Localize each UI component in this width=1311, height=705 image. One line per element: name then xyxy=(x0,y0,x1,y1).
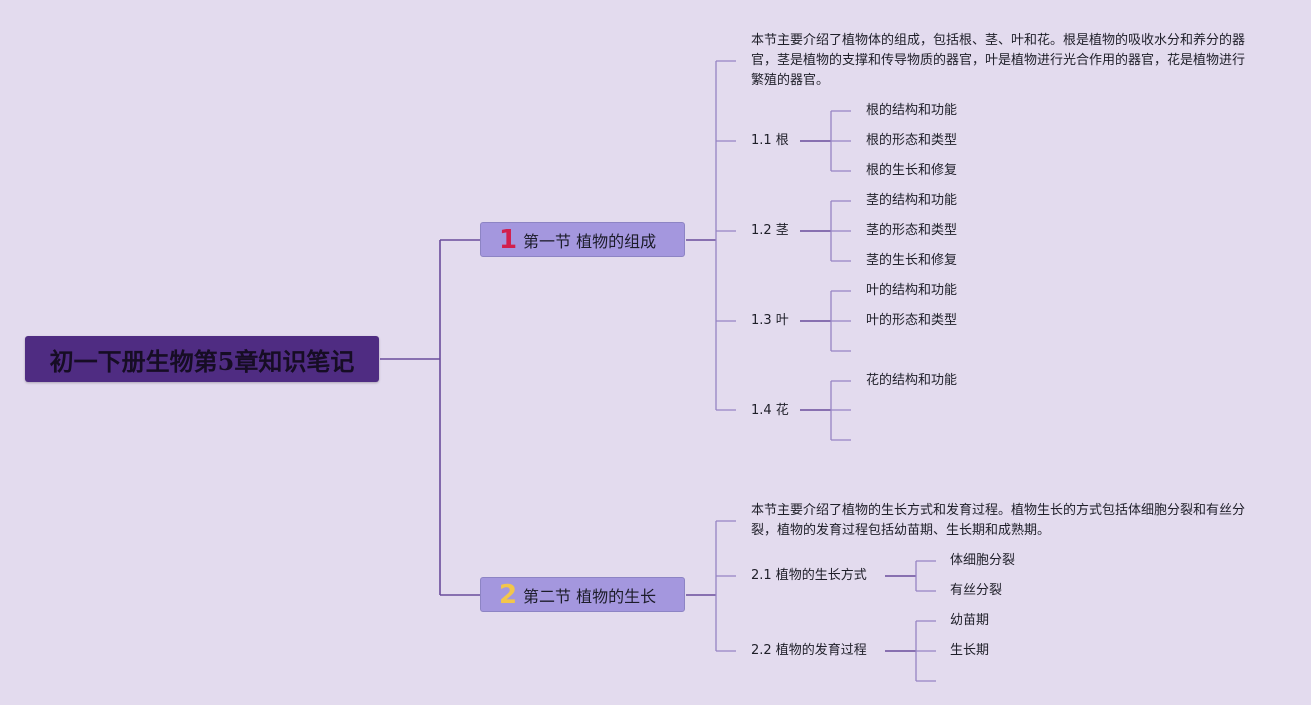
topic-2-1[interactable]: 2.1 植物的生长方式 xyxy=(751,568,867,583)
topic-2-1-item[interactable]: 有丝分裂 xyxy=(950,583,1003,598)
root-topic[interactable]: 初一下册生物第5章知识笔记 xyxy=(25,336,379,382)
topic-1-3-item[interactable]: 叶的结构和功能 xyxy=(866,283,958,298)
section-2-summary[interactable]: 本节主要介绍了植物的生长方式和发育过程。植物生长的方式包括体细胞分裂和有丝分裂，… xyxy=(751,503,1246,538)
topic-1-1[interactable]: 1.1 根 xyxy=(751,133,789,148)
section-1-node[interactable]: 1 第一节 植物的组成 xyxy=(480,222,685,257)
topic-1-2-item[interactable]: 茎的生长和修复 xyxy=(866,253,958,268)
topic-1-4[interactable]: 1.4 花 xyxy=(751,403,789,418)
section-title-2: 第二节 植物的生长 xyxy=(523,586,657,606)
topic-1-1-item[interactable]: 根的生长和修复 xyxy=(866,163,958,178)
section-1-summary[interactable]: 本节主要介绍了植物体的组成，包括根、茎、叶和花。根是植物的吸收水分和养分的器官，… xyxy=(751,33,1246,88)
topic-1-2-item[interactable]: 茎的结构和功能 xyxy=(866,193,958,208)
section-badge-1: 1 xyxy=(499,224,518,255)
section-2-node[interactable]: 2 第二节 植物的生长 xyxy=(480,577,685,612)
topic-1-1-item[interactable]: 根的结构和功能 xyxy=(866,103,958,118)
section-title-1: 第一节 植物的组成 xyxy=(523,231,657,251)
section-badge-2: 2 xyxy=(499,579,518,610)
topic-2-2-item[interactable]: 幼苗期 xyxy=(950,613,990,628)
topic-1-4-item[interactable]: 花的结构和功能 xyxy=(866,373,958,388)
topic-1-2-item[interactable]: 茎的形态和类型 xyxy=(866,223,958,238)
topic-1-2[interactable]: 1.2 茎 xyxy=(751,223,789,238)
topic-1-1-item[interactable]: 根的形态和类型 xyxy=(866,133,958,148)
topic-1-3[interactable]: 1.3 叶 xyxy=(751,313,789,328)
topic-2-1-item[interactable]: 体细胞分裂 xyxy=(950,553,1016,568)
root-title: 初一下册生物第5章知识笔记 xyxy=(49,346,355,376)
topic-2-2-item[interactable]: 生长期 xyxy=(950,643,990,658)
topic-2-2[interactable]: 2.2 植物的发育过程 xyxy=(751,643,867,658)
topic-1-3-item[interactable]: 叶的形态和类型 xyxy=(866,313,958,328)
